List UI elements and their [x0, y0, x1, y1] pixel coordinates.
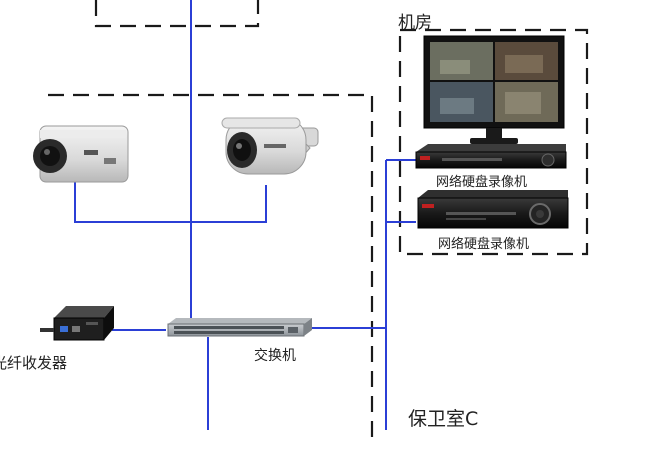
switch-label: 交换机	[254, 348, 296, 364]
machine-room-label: 机房	[398, 13, 432, 33]
network-links	[74, 0, 416, 430]
monitor-icon	[423, 35, 565, 144]
camera-link-line	[74, 178, 267, 223]
fiber-transceiver-icon	[40, 306, 114, 341]
nvr-icon	[417, 190, 569, 229]
nvr-2-label: 网络硬盘录像机	[438, 237, 530, 252]
nvr-1-label: 网络硬盘录像机	[436, 175, 528, 190]
bullet-camera-icon	[221, 117, 319, 175]
guard-room-label: 保卫室C	[408, 408, 479, 430]
box-camera-icon	[33, 125, 129, 183]
network-switch-icon	[167, 318, 312, 337]
nvr-icon	[415, 144, 567, 169]
fiber-transceiver-label: 光纤收发器	[0, 354, 68, 372]
upper-zone-boundary	[94, 0, 260, 28]
machine-room-boundary	[398, 28, 589, 256]
